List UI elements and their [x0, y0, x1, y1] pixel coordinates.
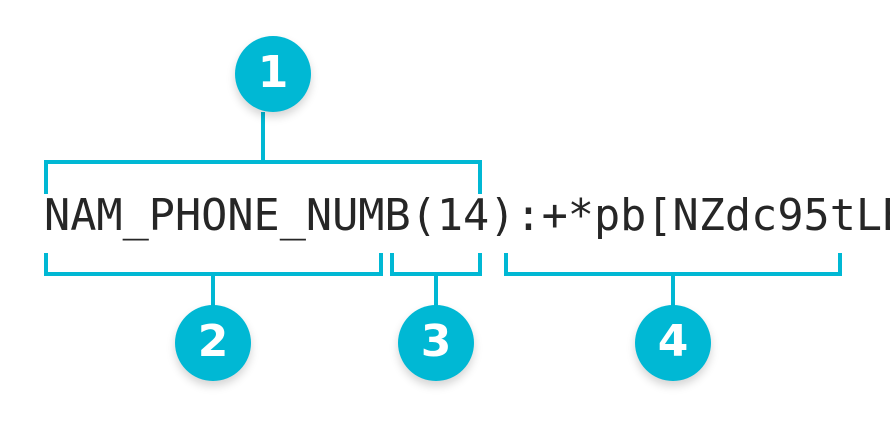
badge-callout-4-label: 4: [657, 316, 689, 367]
stem-callout-3: [434, 274, 438, 318]
code-string: NAM_PHONE_NUMB (14) :+*pb[NZdc95tLB: [44, 186, 890, 246]
badge-callout-2[interactable]: 2: [175, 305, 251, 381]
badge-callout-3-label: 3: [420, 316, 452, 367]
badge-callout-2-label: 2: [197, 316, 229, 367]
badge-callout-1[interactable]: 1: [235, 36, 311, 112]
bracket-callout-2: [44, 253, 383, 276]
bracket-callout-4: [504, 253, 842, 276]
code-segment-length: (14): [410, 191, 516, 241]
badge-callout-1-label: 1: [257, 47, 289, 98]
stem-callout-1: [261, 112, 265, 162]
badge-callout-4[interactable]: 4: [635, 305, 711, 381]
bracket-callout-3: [390, 253, 482, 276]
stem-callout-4: [671, 274, 675, 318]
bracket-callout-1: [44, 160, 482, 194]
stem-callout-2: [211, 274, 215, 318]
code-segment-field-name: NAM_PHONE_NUMB: [44, 191, 411, 241]
badge-callout-3[interactable]: 3: [398, 305, 474, 381]
code-segment-value: :+*pb[NZdc95tLB: [515, 191, 890, 241]
